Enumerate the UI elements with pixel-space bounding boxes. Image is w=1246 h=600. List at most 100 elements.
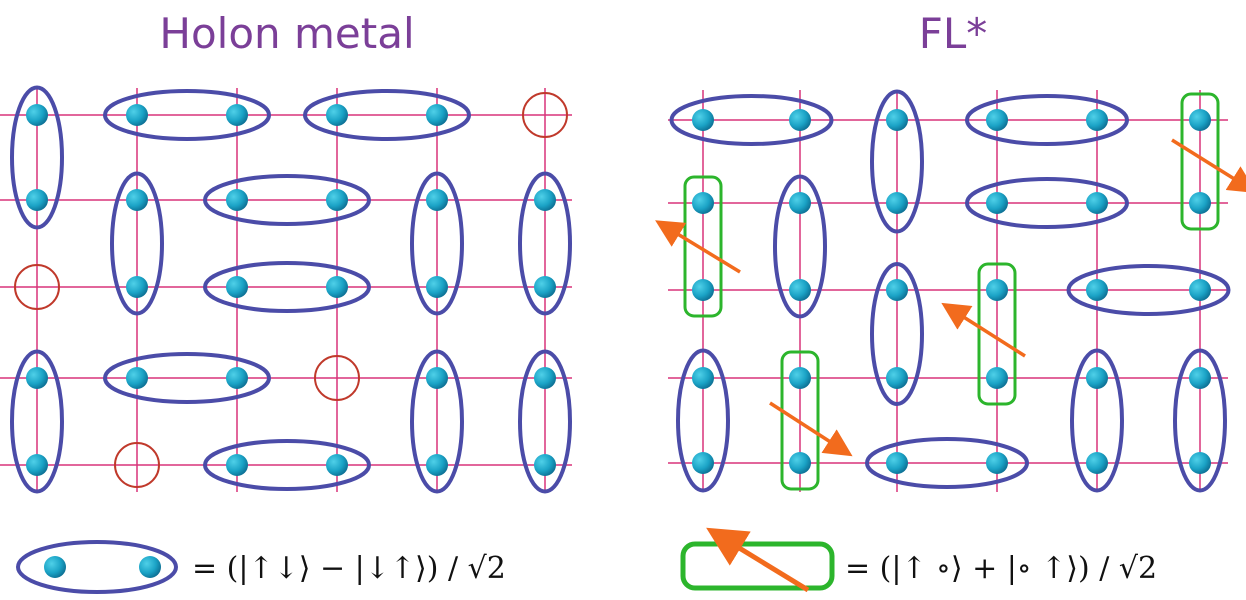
lattice-site	[692, 452, 714, 474]
lattice-site	[789, 192, 811, 214]
spin-arrow-icon	[706, 527, 810, 593]
holon-vacancy	[14, 264, 60, 310]
singlet-bond	[1070, 348, 1124, 493]
lattice-site	[1086, 279, 1108, 301]
lattice-site	[126, 104, 148, 126]
singlet-bond	[518, 349, 572, 494]
singlet-formula: = (|↑↓⟩ − |↓↑⟩) / √2	[192, 551, 506, 586]
singlet-bond	[410, 349, 464, 494]
singlet-bond	[870, 89, 924, 234]
lattice-site	[126, 189, 148, 211]
singlet-bond-legend	[16, 540, 178, 594]
lattice-site	[426, 367, 448, 389]
singlet-bond	[10, 349, 64, 494]
singlet-bond	[410, 171, 464, 316]
lattice-site	[1086, 109, 1108, 131]
lattice-site	[326, 189, 348, 211]
lattice-site	[326, 276, 348, 298]
singlet-bond	[669, 94, 834, 146]
lattice-site	[226, 104, 248, 126]
lattice-site	[126, 367, 148, 389]
lattice-site	[692, 109, 714, 131]
lattice-site	[226, 189, 248, 211]
lattice-site	[226, 367, 248, 389]
singlet-bond	[203, 174, 371, 226]
lattice-site	[789, 452, 811, 474]
lattice-site	[886, 109, 908, 131]
lattice-site	[426, 104, 448, 126]
lattice-site	[26, 189, 48, 211]
lattice-site	[534, 367, 556, 389]
singlet-bond	[1173, 348, 1227, 493]
lattice-site	[326, 454, 348, 476]
legend-site	[44, 556, 66, 578]
lattice-site	[986, 279, 1008, 301]
singlet-bond	[203, 439, 371, 491]
holon-pair-legend: = (|↑ ∘⟩ + |∘ ↑⟩) / √2	[680, 527, 1157, 593]
holon-metal-title: Holon metal	[159, 9, 414, 58]
lattice-site	[886, 452, 908, 474]
singlet-bond	[518, 171, 572, 316]
lattice-site	[534, 189, 556, 211]
lattice-site	[534, 454, 556, 476]
singlet-bond	[965, 177, 1129, 229]
holon-pair-formula: = (|↑ ∘⟩ + |∘ ↑⟩) / √2	[845, 551, 1157, 586]
spin-arrow-icon	[655, 220, 741, 274]
holon-box	[977, 262, 1017, 406]
lattice-site	[1189, 367, 1211, 389]
fl-star-lattice	[655, 89, 1246, 493]
lattice-site	[26, 104, 48, 126]
lattice-site	[226, 454, 248, 476]
singlet-bond	[303, 89, 471, 141]
lattice-site	[1189, 109, 1211, 131]
lattice-site	[426, 454, 448, 476]
lattice-site	[534, 276, 556, 298]
spin-arrow-icon	[941, 302, 1026, 358]
holon-box	[1180, 92, 1220, 231]
lattice-site	[789, 109, 811, 131]
lattice-site	[426, 276, 448, 298]
lattice-site	[326, 104, 348, 126]
singlet-bond	[10, 85, 64, 230]
holon-vacancy	[522, 92, 568, 138]
lattice-site	[226, 276, 248, 298]
singlet-bond	[203, 261, 371, 313]
singlet-bond	[965, 94, 1129, 146]
holon-box-legend	[680, 541, 835, 591]
holon-vacancy	[114, 442, 160, 488]
lattice-site	[986, 452, 1008, 474]
lattice-site	[1189, 192, 1211, 214]
singlet-bond	[1066, 264, 1231, 316]
lattice-site	[1086, 452, 1108, 474]
singlet-bond	[870, 262, 924, 406]
lattice-site	[1086, 192, 1108, 214]
spin-arrow-icon	[1171, 138, 1246, 193]
holon-vacancy	[314, 355, 360, 401]
lattice-site	[886, 192, 908, 214]
lattice-site	[26, 367, 48, 389]
lattice-site	[986, 109, 1008, 131]
lattice-site	[789, 279, 811, 301]
lattice-site	[126, 276, 148, 298]
lattice-site	[1189, 452, 1211, 474]
lattice-site	[886, 367, 908, 389]
lattice-site	[1086, 367, 1108, 389]
holon-box	[780, 350, 820, 491]
spin-arrow-icon	[769, 401, 853, 457]
lattice-site	[692, 192, 714, 214]
lattice-site	[789, 367, 811, 389]
singlet-legend: = (|↑↓⟩ − |↓↑⟩) / √2	[16, 540, 506, 594]
singlet-bond	[773, 174, 827, 319]
lattice-site	[886, 279, 908, 301]
lattice-site	[986, 192, 1008, 214]
singlet-bond	[103, 352, 271, 404]
fl-star-title: FL*	[919, 9, 988, 58]
singlet-bond	[110, 171, 164, 316]
holon-metal-lattice	[0, 85, 572, 494]
singlet-bond	[865, 437, 1029, 489]
lattice-site	[1189, 279, 1211, 301]
legend-site	[139, 556, 161, 578]
lattice-site	[692, 367, 714, 389]
lattice-site	[26, 454, 48, 476]
